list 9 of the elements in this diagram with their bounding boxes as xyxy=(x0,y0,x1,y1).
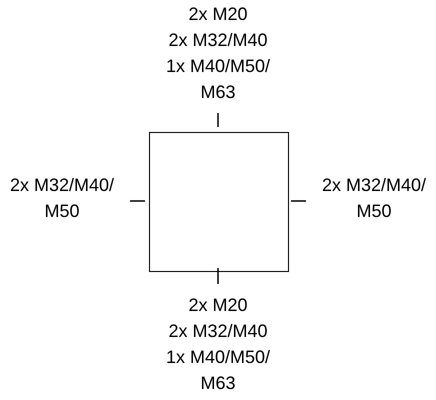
cable-entry-label: 2x M20 xyxy=(187,294,249,317)
cable-entry-label: 2x M32/M40/ M50 xyxy=(8,174,116,223)
cable-entry-label: 2x M32/M40 xyxy=(167,320,269,343)
enclosure-box xyxy=(149,132,289,272)
cable-entry-label: 1x M40/M50/ M63 xyxy=(164,55,272,104)
cable-entry-label: 2x M20 xyxy=(187,3,249,26)
cable-entry-label: 1x M40/M50/ M63 xyxy=(164,346,272,395)
cable-entry-label: 2x M32/M40/ M50 xyxy=(320,174,428,223)
cable-entry-label: 2x M32/M40 xyxy=(167,29,269,52)
